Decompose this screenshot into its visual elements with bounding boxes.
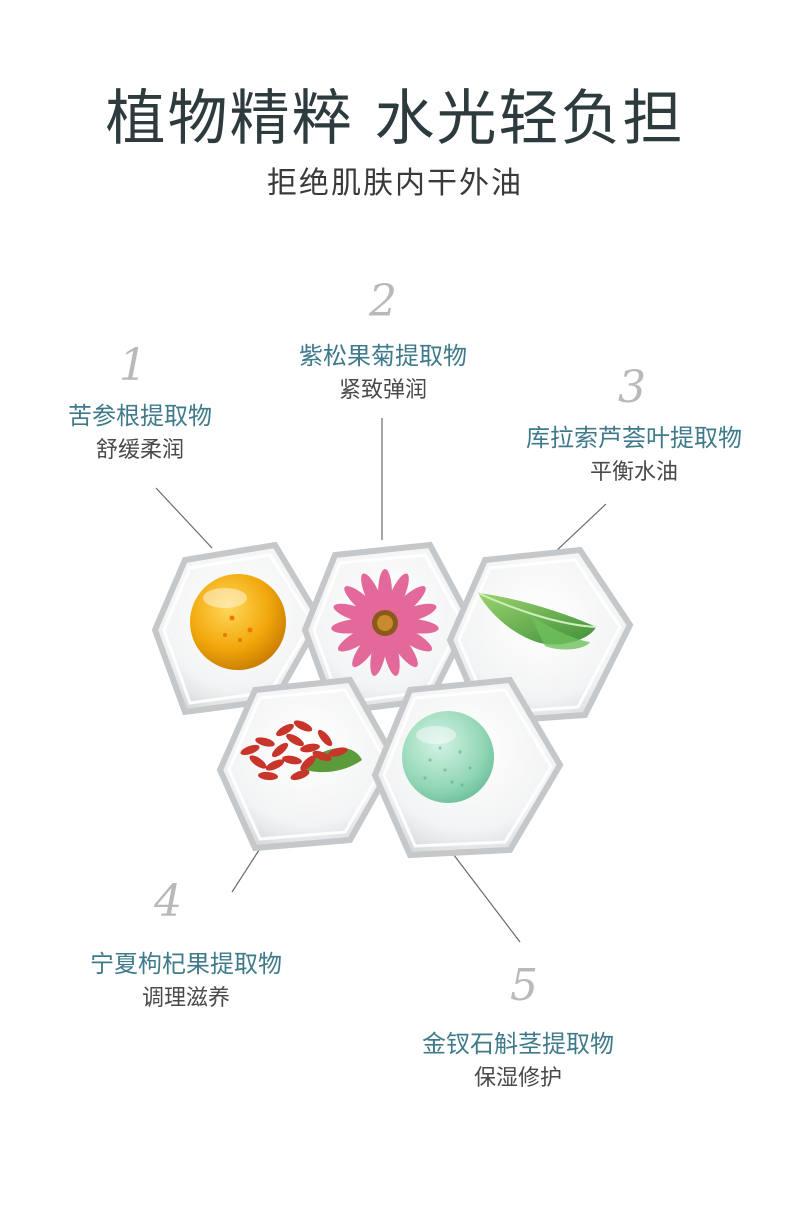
leader-line-1 — [155, 487, 213, 549]
ingredient-5-benefit: 保湿修护 — [473, 1066, 562, 1091]
aloe-leaf-icon — [477, 592, 597, 650]
honey-droplet-icon — [190, 574, 286, 670]
ingredient-1-number: 1 — [119, 340, 147, 391]
echinacea-flower-icon — [331, 569, 439, 676]
page-title: 植物精粹 水光轻负担 — [105, 84, 685, 154]
leader-line-3 — [553, 503, 607, 554]
ingredient-1-name: 苦参根提取物 — [68, 402, 212, 430]
ingredient-2-name: 紫松果菊提取物 — [299, 342, 467, 370]
ingredient-3-number: 3 — [618, 362, 646, 413]
mint-gel-drop-icon — [402, 711, 494, 803]
ingredient-5-number: 5 — [510, 960, 538, 1011]
page-subtitle: 拒绝肌肤内干外油 — [267, 166, 523, 201]
ingredient-2-number: 2 — [369, 276, 397, 327]
ingredient-1-benefit: 舒缓柔润 — [95, 438, 184, 463]
ingredient-4-name: 宁夏枸杞果提取物 — [90, 950, 282, 978]
ingredient-4-number: 4 — [154, 876, 182, 927]
ingredient-4-benefit: 调理滋养 — [141, 986, 230, 1011]
ingredient-5-name: 金钗石斛茎提取物 — [422, 1030, 614, 1058]
leader-line-5 — [443, 841, 521, 943]
goji-berries-icon — [240, 720, 362, 781]
ingredient-3-name: 库拉索芦荟叶提取物 — [526, 424, 742, 452]
ingredient-3-benefit: 平衡水油 — [589, 460, 678, 485]
ingredient-2-benefit: 紧致弹润 — [338, 378, 427, 403]
